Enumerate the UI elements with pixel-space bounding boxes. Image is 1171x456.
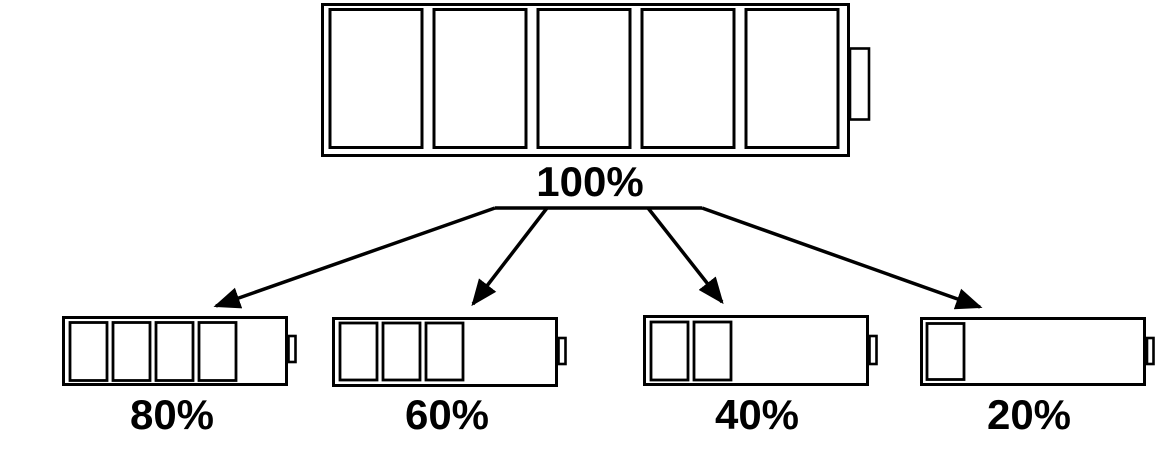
battery-terminal-icon (868, 334, 878, 366)
battery-cell (432, 8, 528, 149)
battery-cell (328, 8, 424, 149)
battery-cell (744, 8, 840, 149)
battery-100 (321, 3, 871, 157)
battery-cells (68, 321, 238, 382)
battery-cell (692, 320, 733, 382)
battery-cell (649, 320, 690, 382)
battery-cells (925, 322, 966, 381)
battery-cell (536, 8, 632, 149)
battery-cells (649, 320, 733, 382)
battery-cell (197, 321, 238, 382)
battery-cell (640, 8, 736, 149)
battery-terminal-icon (287, 334, 297, 364)
battery-cells (328, 8, 840, 149)
arrow-to-20-icon (701, 206, 983, 310)
flow-arrows (213, 206, 983, 310)
arrow-to-80-icon (213, 206, 496, 309)
battery-80 (62, 316, 297, 386)
arrow-to-60-icon (471, 206, 549, 307)
battery-cells (338, 321, 465, 382)
battery-60 (332, 317, 567, 387)
battery-cell (925, 322, 966, 381)
battery-terminal-icon (848, 47, 871, 121)
battery-cell (381, 321, 422, 382)
battery-60-label: 60% (405, 391, 489, 438)
battery-cell (111, 321, 152, 382)
battery-cell (154, 321, 195, 382)
battery-terminal-icon (557, 336, 567, 366)
battery-40-label: 40% (715, 391, 799, 438)
battery-cell (338, 321, 379, 382)
battery-100-label: 100% (536, 158, 643, 205)
battery-20 (920, 317, 1155, 386)
battery-40 (643, 315, 878, 386)
battery-20-label: 20% (987, 391, 1071, 438)
battery-80-label: 80% (130, 391, 214, 438)
battery-terminal-icon (1145, 336, 1155, 366)
battery-cell (68, 321, 109, 382)
battery-cell (424, 321, 465, 382)
arrow-to-40-icon (646, 206, 724, 305)
